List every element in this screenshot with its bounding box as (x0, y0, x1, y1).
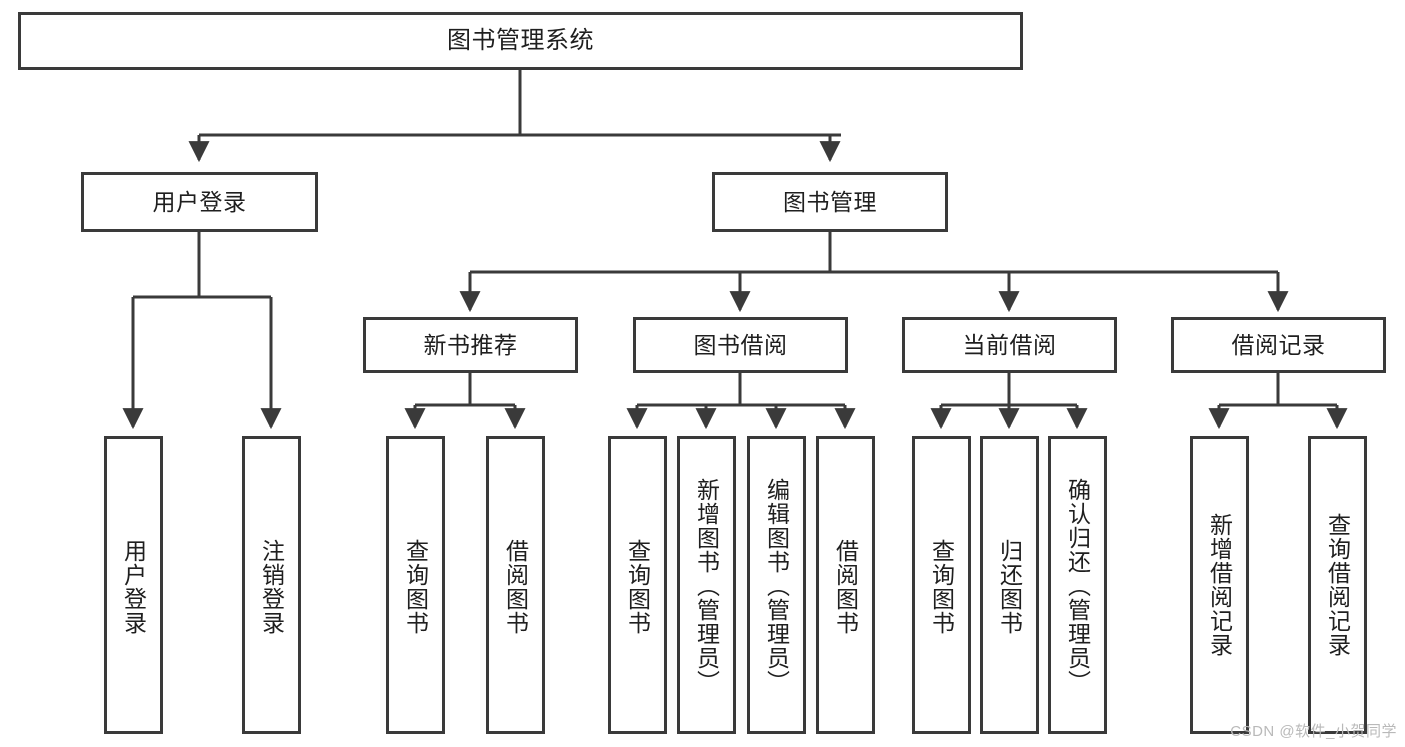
leaf-borrow-query-book[interactable]: 查询图书 (608, 436, 667, 734)
node-label: 新书推荐 (423, 331, 518, 358)
node-borrow-record[interactable]: 借阅记录 (1171, 317, 1386, 373)
leaf-label: 确认归还（管理员） (1064, 478, 1091, 694)
leaf-label: 借阅图书 (832, 539, 859, 635)
node-label: 图书管理 (783, 188, 877, 215)
node-label: 当前借阅 (962, 331, 1057, 358)
leaf-label: 用户登录 (120, 539, 147, 635)
leaf-current-return-book[interactable]: 归还图书 (980, 436, 1039, 734)
leaf-borrow-add-book-admin[interactable]: 新增图书（管理员） (677, 436, 736, 734)
leaf-user-login-signout[interactable]: 注销登录 (242, 436, 301, 734)
leaf-current-query-book[interactable]: 查询图书 (912, 436, 971, 734)
node-book-borrow[interactable]: 图书借阅 (633, 317, 848, 373)
leaf-label: 新增图书（管理员） (693, 478, 720, 694)
leaf-borrow-edit-book-admin[interactable]: 编辑图书（管理员） (747, 436, 806, 734)
leaf-label: 新增借阅记录 (1206, 513, 1233, 657)
leaf-new-book-query[interactable]: 查询图书 (386, 436, 445, 734)
node-label: 图书管理系统 (447, 27, 594, 55)
node-book-management[interactable]: 图书管理 (712, 172, 948, 232)
node-label: 图书借阅 (693, 331, 788, 358)
leaf-borrow-borrow-book[interactable]: 借阅图书 (816, 436, 875, 734)
node-label: 借阅记录 (1231, 331, 1326, 358)
leaf-label: 查询图书 (928, 539, 955, 635)
leaf-user-login-signin[interactable]: 用户登录 (104, 436, 163, 734)
leaf-label: 查询图书 (624, 539, 651, 635)
leaf-label: 归还图书 (996, 539, 1023, 635)
watermark-text: CSDN @软件_小贺同学 (1230, 723, 1397, 740)
node-label: 用户登录 (152, 188, 247, 215)
leaf-current-confirm-return-admin[interactable]: 确认归还（管理员） (1048, 436, 1107, 734)
node-user-login[interactable]: 用户登录 (81, 172, 318, 232)
leaf-label: 查询借阅记录 (1324, 513, 1351, 657)
leaf-label: 注销登录 (258, 539, 285, 635)
leaf-record-query-borrow-record[interactable]: 查询借阅记录 (1308, 436, 1367, 734)
leaf-label: 编辑图书（管理员） (763, 478, 790, 694)
leaf-record-add-borrow-record[interactable]: 新增借阅记录 (1190, 436, 1249, 734)
node-root-system[interactable]: 图书管理系统 (18, 12, 1023, 70)
leaf-label: 查询图书 (402, 539, 429, 635)
leaf-label: 借阅图书 (502, 539, 529, 635)
node-new-book-recommend[interactable]: 新书推荐 (363, 317, 578, 373)
leaf-new-book-borrow[interactable]: 借阅图书 (486, 436, 545, 734)
node-current-borrow[interactable]: 当前借阅 (902, 317, 1117, 373)
